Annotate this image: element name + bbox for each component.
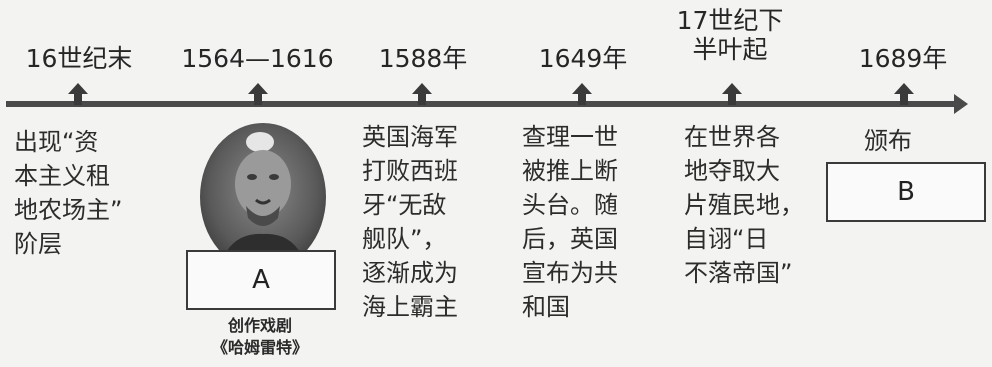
event-landlord-class: 出现“资 本主义租 地农场主” 阶层: [14, 128, 123, 258]
event-promulgation: 颁布: [864, 127, 912, 155]
arrow-up-icon: [68, 83, 88, 105]
answer-box-a: A: [186, 250, 336, 310]
arrow-up-icon: [412, 83, 432, 105]
date-1649: 1649年: [538, 44, 628, 73]
answer-box-b: B: [826, 162, 986, 222]
timeline-arrowhead: [954, 94, 968, 114]
date-1588: 1588年: [378, 44, 468, 73]
arrow-up-icon: [894, 83, 914, 105]
portrait-caption: 创作戏剧 《哈姆雷特》: [211, 316, 308, 357]
event-charles-execution: 查理一世 被推上断 头台。随 后，英国 宣布为共 和国: [522, 123, 618, 321]
arrow-up-icon: [572, 83, 592, 105]
event-armada-defeat: 英国海军 打败西班 牙“无敌 舰队”， 逐渐成为 海上霸主: [362, 123, 458, 321]
date-1564-1616: 1564—1616: [181, 44, 334, 73]
shakespeare-portrait: [200, 123, 326, 272]
date-17th-century-late: 17世纪下 半叶起: [676, 6, 784, 64]
timeline-axis: [6, 101, 958, 107]
event-colonial-empire: 在世界各 地夺取大 片殖民地， 自诩“日 不落帝国”: [684, 123, 804, 287]
date-1689: 1689年: [858, 44, 948, 73]
date-16th-century-end: 16世纪末: [25, 44, 133, 73]
arrow-up-icon: [248, 83, 268, 105]
arrow-up-icon: [722, 83, 742, 105]
